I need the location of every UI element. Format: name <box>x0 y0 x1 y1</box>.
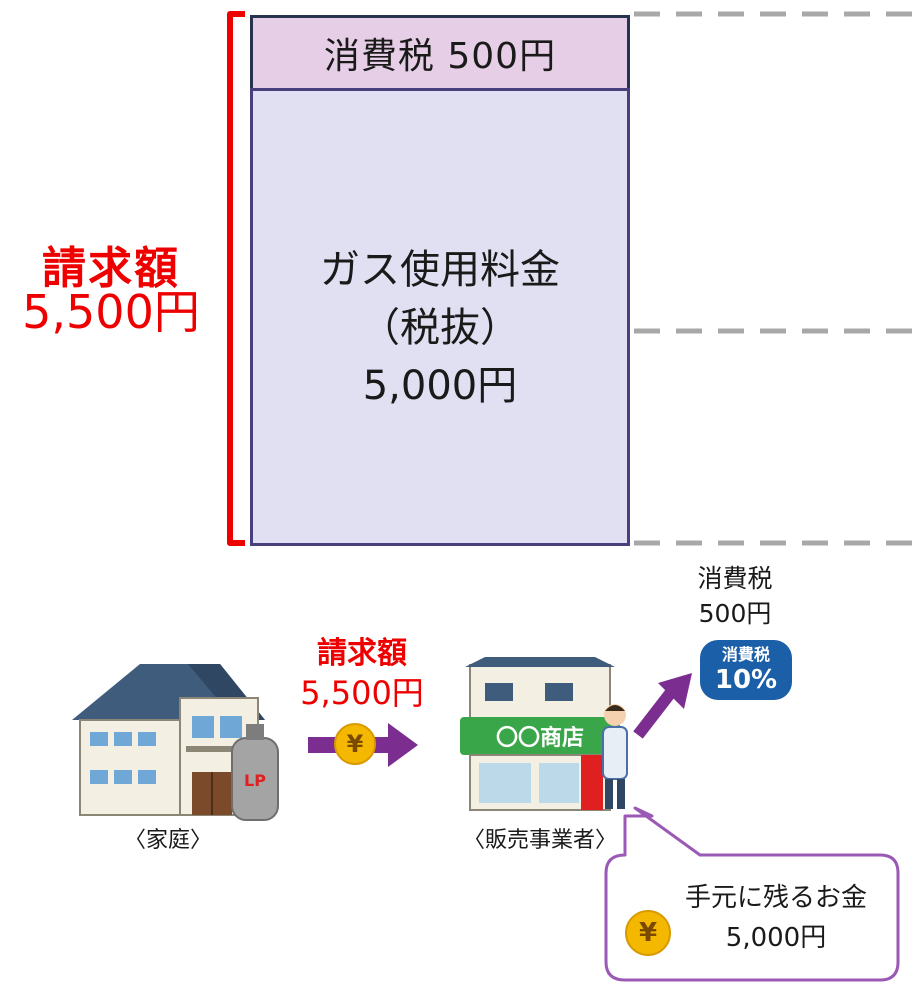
yen-coin-icon: ¥ <box>334 723 376 765</box>
tax-badge-rate: 10% <box>714 665 778 695</box>
gas-fee-box: ガス使用料金 （税抜） 5,000円 <box>250 88 630 546</box>
tax-arrow <box>633 673 692 739</box>
shop-icon: 〇〇商店 <box>460 657 628 811</box>
shop-caption: 〈販売事業者〉 <box>462 828 617 853</box>
consumption-tax-label: 消費税 500円 <box>323 36 557 77</box>
callout-yen-coin-icon: ¥ <box>625 910 671 956</box>
bill-middle-amount: 5,500円 <box>300 674 424 712</box>
red-bracket <box>227 11 245 546</box>
gas-fee-amount: 5,000円 <box>362 363 518 409</box>
gas-fee-title: ガス使用料金 <box>320 247 560 293</box>
gas-fee-note: （税抜） <box>360 305 520 351</box>
tank-label: LP <box>244 771 266 790</box>
tax-badge-label: 消費税 <box>721 645 770 664</box>
household-caption: 〈家庭〉 <box>123 828 212 853</box>
bill-left-title: 請求額 <box>42 243 180 294</box>
remaining-money-amount: 5,000円 <box>725 923 827 953</box>
tax-10-badge: 消費税 10% <box>700 640 792 700</box>
consumption-tax-box: 消費税 500円 <box>250 15 630 91</box>
house-icon: LP <box>72 664 279 821</box>
shop-sign: 〇〇商店 <box>496 725 584 751</box>
remaining-money-title: 手元に残るお金 <box>684 883 867 913</box>
tax-amount: 500円 <box>698 599 772 628</box>
bill-middle-title: 請求額 <box>317 636 407 671</box>
tax-title: 消費税 <box>697 564 773 593</box>
bill-left-amount: 5,500円 <box>22 285 200 339</box>
